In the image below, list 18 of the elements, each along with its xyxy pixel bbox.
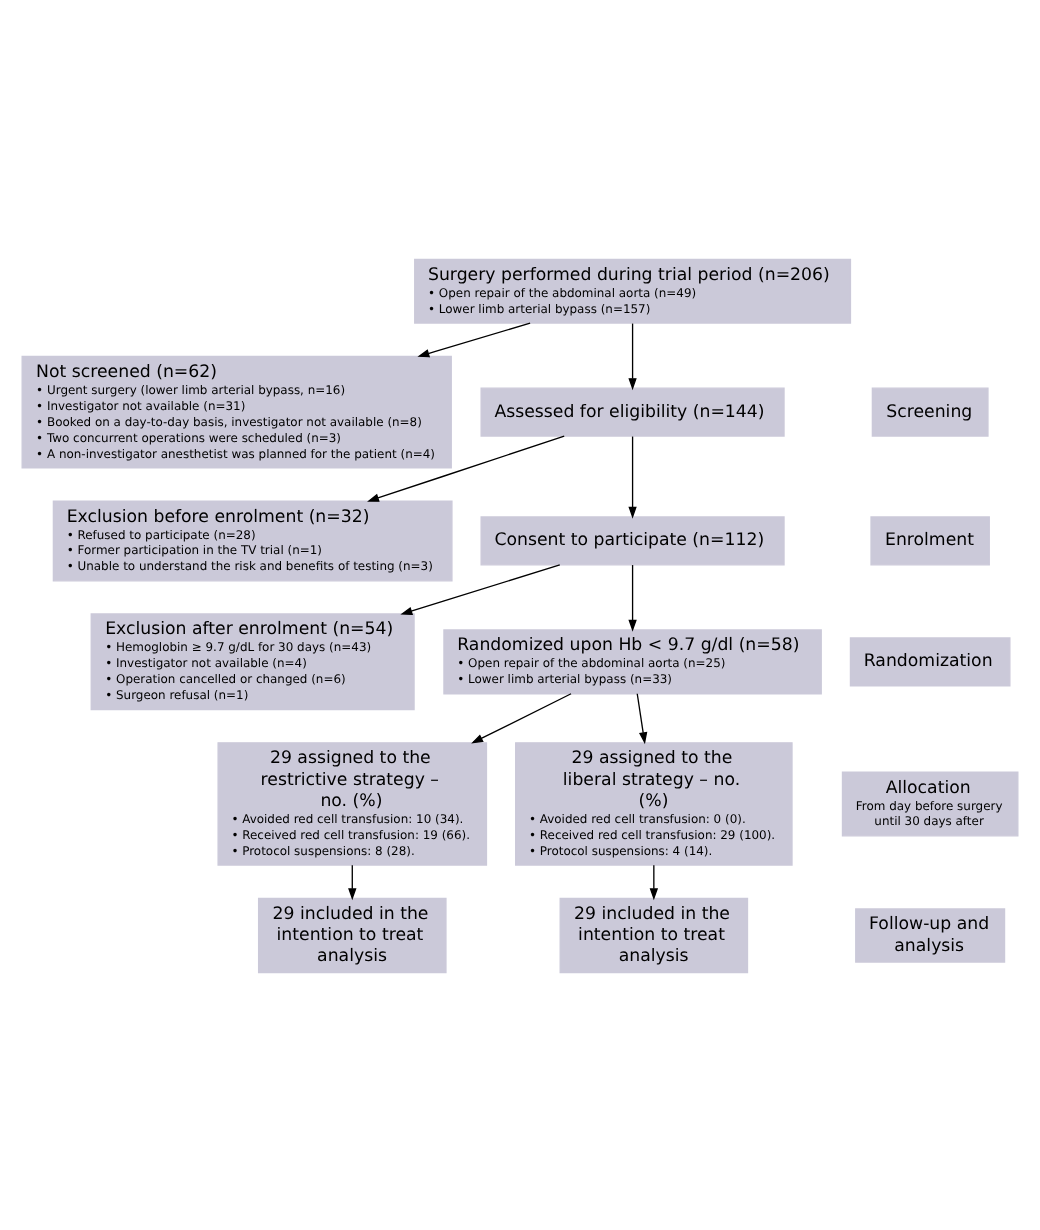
node-box: 29 included in the intention to treat analysis <box>257 896 447 973</box>
arrow <box>628 563 637 631</box>
node-box: Enrolment <box>870 515 990 565</box>
node-box: Assessed for eligibility (n=144) <box>480 386 785 436</box>
node-box: Follow-up and analysis <box>855 907 1006 962</box>
arrow <box>628 434 637 518</box>
node-box: Consent to participate (n=112) <box>480 515 785 565</box>
arrow <box>400 563 561 614</box>
arrow <box>417 321 531 357</box>
node-box: Screening <box>871 386 989 436</box>
node-box: 29 included in the intention to treat analysis <box>559 896 749 973</box>
arrow <box>367 434 565 501</box>
arrow <box>636 692 648 744</box>
node-box: Randomization <box>849 636 1011 686</box>
arrow <box>628 321 637 390</box>
arrow <box>348 863 357 900</box>
arrow <box>649 863 659 900</box>
arrow <box>471 692 572 743</box>
